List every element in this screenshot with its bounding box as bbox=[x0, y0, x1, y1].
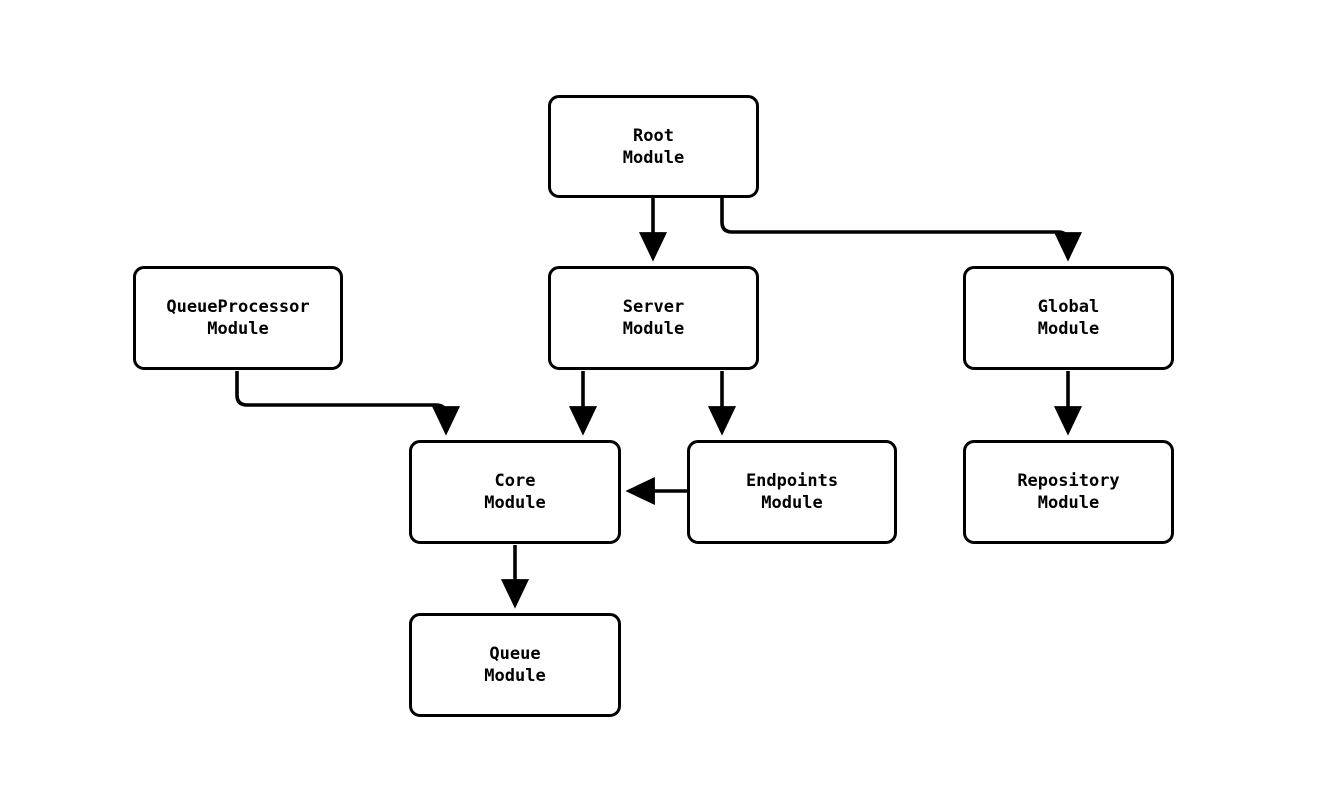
edge-root-global bbox=[720, 198, 1083, 262]
node-queue-module-label-line1: Queue bbox=[489, 644, 541, 664]
node-repository-module-label-line1: Repository bbox=[1017, 471, 1120, 491]
node-queueprocessor-module-label-line1: QueueProcessor bbox=[166, 297, 310, 317]
node-endpoints-module-label-line2: Module bbox=[761, 493, 823, 513]
node-repository-module-label-line2: Module bbox=[1037, 493, 1100, 513]
node-queueprocessor-module-label-line2: Module bbox=[207, 319, 269, 339]
edge-queueprocessor-core bbox=[235, 371, 461, 436]
node-server-module-label-line1: Server bbox=[622, 297, 685, 317]
node-core-module-label-line1: Core bbox=[494, 471, 536, 491]
node-global-module[interactable]: Global Module bbox=[963, 266, 1174, 370]
node-root-module-label-line1: Root bbox=[633, 125, 674, 146]
node-root-module[interactable]: Root Module bbox=[548, 95, 759, 198]
node-root-module-label-line2: Module bbox=[622, 147, 685, 168]
node-server-module[interactable]: Server Module bbox=[548, 266, 759, 370]
node-global-module-label-line2: Module bbox=[1037, 319, 1100, 339]
node-core-module-label-line2: Module bbox=[484, 493, 546, 513]
node-queueprocessor-module[interactable]: QueueProcessor Module bbox=[133, 266, 343, 370]
node-endpoints-module[interactable]: Endpoints Module bbox=[687, 440, 897, 544]
node-repository-module[interactable]: Repository Module bbox=[963, 440, 1174, 544]
node-endpoints-module-label-line1: Endpoints bbox=[745, 471, 839, 491]
node-queue-module-label-line2: Module bbox=[484, 666, 546, 686]
edges-group bbox=[235, 198, 1083, 609]
node-core-module[interactable]: Core Module bbox=[409, 440, 621, 544]
node-queue-module[interactable]: Queue Module bbox=[409, 613, 621, 717]
node-global-module-label-line1: Global bbox=[1037, 297, 1100, 317]
node-server-module-label-line2: Module bbox=[622, 319, 685, 339]
